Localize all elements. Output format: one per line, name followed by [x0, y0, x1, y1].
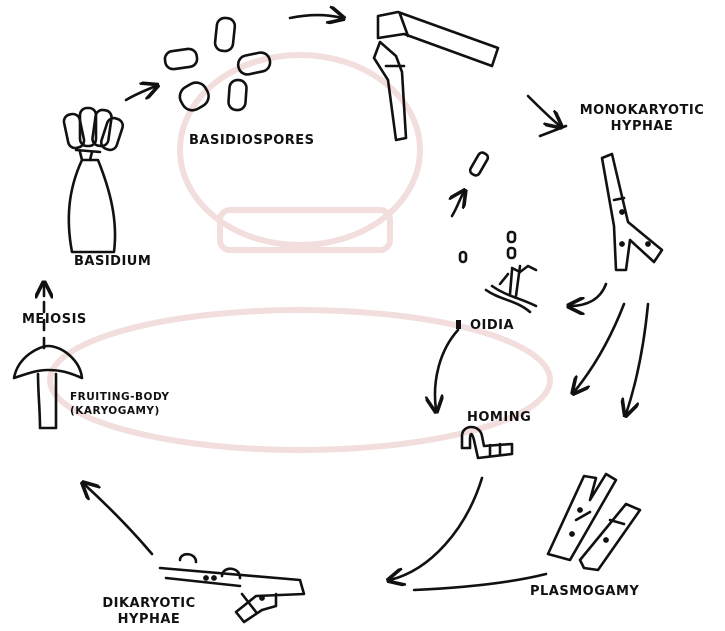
- label-fruiting-body: FRUITING-BODY: [70, 391, 170, 404]
- label-monokaryotic: MONOKARYOTIC: [567, 103, 717, 119]
- oidia-drawing: [456, 151, 536, 329]
- label-karyogamy: (KARYOGAMY): [70, 405, 160, 418]
- label-plasmogamy: PLASMOGAMY: [530, 584, 639, 600]
- label-meiosis: MEIOSIS: [22, 312, 87, 328]
- label-dikaryotic: DIKARYOTIC: [94, 596, 204, 612]
- plasmogamy-hyphae-drawing: [548, 474, 640, 570]
- monokaryotic-hyphae-drawing: [602, 154, 662, 270]
- basidium-drawing: [63, 108, 125, 252]
- cycle-arrows: [44, 15, 648, 590]
- label-basidiospores: BASIDIOSPORES: [189, 133, 315, 149]
- label-oidia: OIDIA: [470, 318, 514, 334]
- germinating-spores: [374, 12, 498, 140]
- label-hyphae-mono: HYPHAE: [567, 119, 717, 135]
- label-hyphae-di: HYPHAE: [94, 612, 204, 628]
- label-homing: HOMING: [467, 410, 531, 426]
- label-basidium: BASIDIUM: [74, 254, 151, 270]
- basidiospores-group: [164, 17, 272, 114]
